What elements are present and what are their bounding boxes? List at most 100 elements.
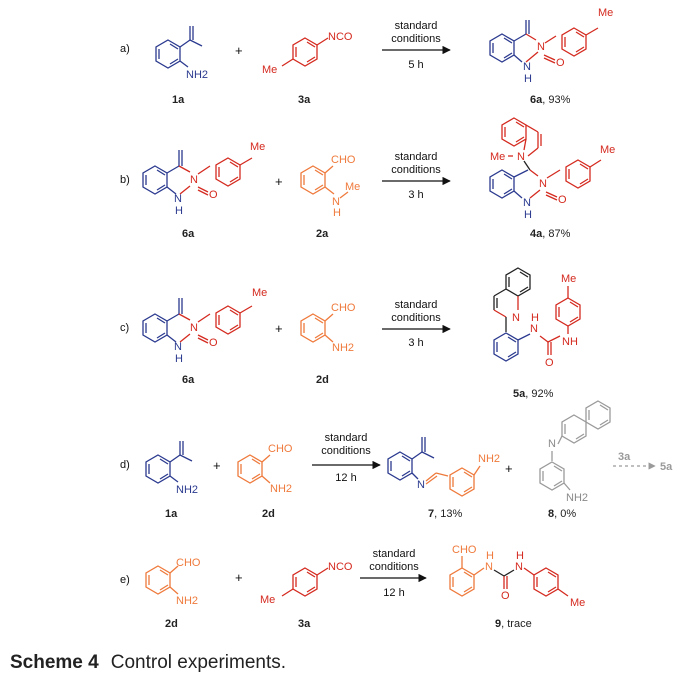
row-tag-a: a) [120,43,130,55]
row-tag-d: d) [120,459,130,471]
label-6a-yield: 6a, 93% [530,94,571,106]
compound-5a-structure: N N H O NH Me [493,267,581,369]
urea-n2-label: N [515,561,523,573]
methyl-label: Me [490,151,505,163]
amine-label: NH2 [566,492,588,504]
nh-h-label: H [524,209,532,221]
condition-line-1: standard [373,548,416,560]
urea-h1-label: H [486,550,494,562]
plus-sign: + [505,461,513,476]
nh-n-label: N [523,197,531,209]
plus-sign: + [275,321,283,336]
label-2d: 2d [165,618,178,630]
compound-2a-structure: CHO N H Me [300,154,360,219]
amine-label: NH2 [332,342,354,354]
isocyanate-label: NCO [328,561,353,573]
amine-label: NH2 [270,483,292,495]
amine-n-label: N [332,196,340,208]
reaction-row-e: e) CHO NH2 2d + NCO Me 3a standard condi… [120,544,585,630]
compound-1a-structure: NH2 O [155,26,208,81]
caption-label: Scheme 4 [10,652,99,673]
label-3a: 3a [298,618,311,630]
reaction-row-a: a) NH2 O 1a + NCO Me 3a [120,7,613,106]
aldehyde-label: CHO [268,443,293,455]
compound-7-structure: N NH2 [387,437,500,497]
methyl-label: Me [262,64,277,76]
aldehyde-label: CHO [176,557,201,569]
compound-6a-structure: N N H O Me [142,287,267,365]
condition-line-2: conditions [391,164,441,176]
urea-o-label: O [545,357,554,369]
urea-n1-label: N [485,561,493,573]
amine-label: NH2 [176,595,198,607]
amine-label: NH2 [186,69,208,81]
methyl-label: Me [252,287,267,299]
label-1a: 1a [172,94,185,106]
imine-n-label: N [417,479,425,491]
nh-n-label: N [174,341,182,353]
label-4a-yield: 4a, 87% [530,228,571,240]
reaction-row-c: c) N N H O Me 6a + [120,267,581,400]
quinoline-n-label: N [548,438,556,450]
nh-h-label: H [524,73,532,85]
nh-n-label: N [174,193,182,205]
urea-nh-label: NH [562,336,578,348]
label-5a-yield: 5a, 92% [513,388,554,400]
row-tag-e: e) [120,574,130,586]
condition-line-1: standard [325,432,368,444]
urea-n1-label: N [530,323,538,335]
condition-line-1: standard [395,20,438,32]
aldehyde-label: CHO [452,544,477,556]
label-1a: 1a [165,508,178,520]
plus-sign: + [213,458,221,473]
condition-time: 3 h [408,189,423,201]
compound-1a-structure: NH2 [145,441,198,496]
isocyanate-label: NCO [328,31,353,43]
condition-line-1: standard [395,151,438,163]
methyl-label: Me [600,144,615,156]
reagent-3a-label: 3a [618,451,631,463]
methyl-label: Me [561,273,576,285]
label-7-yield: 7, 13% [428,508,462,520]
label-2a: 2a [316,228,329,240]
urea-o-label: O [501,590,510,602]
condition-line-1: standard [395,299,438,311]
plus-sign: + [235,43,243,58]
nh-h-label: H [175,353,183,365]
label-6a: 6a [182,228,195,240]
compound-2d-structure: CHO NH2 [300,302,356,354]
label-8-yield: 8, 0% [548,508,576,520]
quinoline-n-label: N [512,312,520,324]
compound-4a-structure: N Me N N H O Me [489,117,615,221]
aldehyde-label: CHO [331,154,356,166]
row-tag-c: c) [120,322,129,334]
urea-o-label: O [556,57,565,69]
methyl-label: Me [345,181,360,193]
methyl-label: Me [598,7,613,19]
condition-line-2: conditions [369,561,419,573]
compound-3a-structure: NCO Me [260,561,353,606]
plus-sign: + [235,570,243,585]
plus-sign: + [275,174,283,189]
ring-n-label: N [190,174,198,186]
methyl-label: Me [250,141,265,153]
reaction-row-b: b) N N H O Me 6a + [120,117,615,240]
row-tag-b: b) [120,174,130,186]
amine-label: NH2 [478,453,500,465]
amine-label: NH2 [176,484,198,496]
compound-6a-structure: N N H O Me [142,141,265,217]
compound-9-structure: CHO N H O N H Me [449,544,585,609]
ring-n-label: N [537,41,545,53]
ring-n-label: N [539,178,547,190]
compound-3a-structure: NCO Me [262,31,353,76]
urea-o-label: O [209,337,218,349]
aldehyde-label: CHO [331,302,356,314]
amine-h-label: H [333,207,341,219]
label-3a: 3a [298,94,311,106]
label-6a: 6a [182,374,195,386]
urea-h2-label: H [516,550,524,562]
condition-time: 3 h [408,337,423,349]
label-2d: 2d [262,508,275,520]
